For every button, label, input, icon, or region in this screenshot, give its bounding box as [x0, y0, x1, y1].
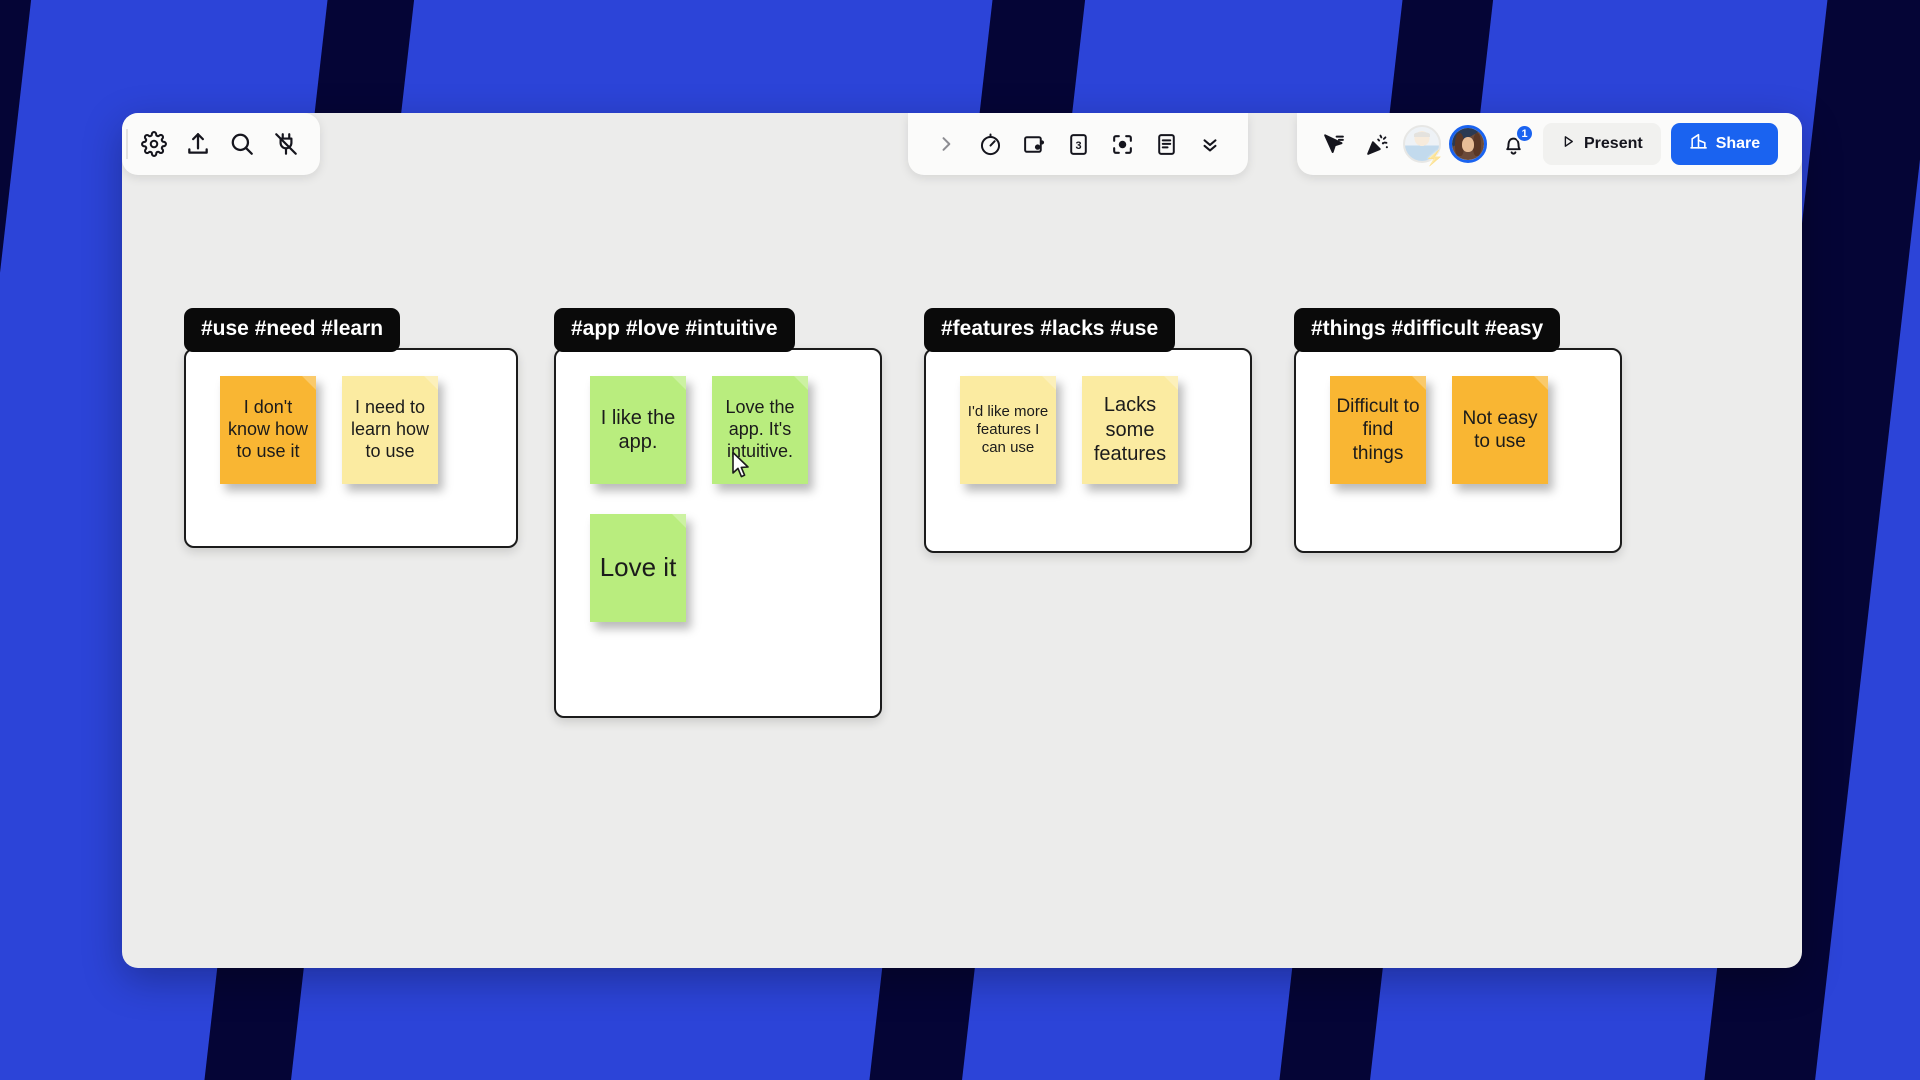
settings-button[interactable] — [132, 122, 176, 166]
avatar-hair-left — [1455, 133, 1464, 156]
celebrate-button[interactable] — [1355, 122, 1399, 166]
avatar-image — [1452, 128, 1484, 160]
sticky-note[interactable]: Love it — [590, 514, 686, 622]
avatar-user-2[interactable] — [1449, 125, 1487, 163]
svg-text:3: 3 — [1075, 140, 1081, 152]
focus-target-icon — [1110, 132, 1135, 157]
expand-toolbar-button[interactable] — [924, 122, 968, 166]
avatar-hair-right — [1472, 133, 1481, 156]
chevron-right-icon — [936, 134, 956, 154]
party-popper-icon — [1365, 132, 1390, 157]
timer-icon — [978, 132, 1003, 157]
upload-icon — [185, 131, 211, 157]
sticky-note[interactable]: Lacks some features — [1082, 376, 1178, 484]
notification-badge: 1 — [1515, 124, 1534, 143]
cursor-chat-button[interactable] — [1311, 122, 1355, 166]
notifications-button[interactable]: 1 — [1491, 122, 1535, 166]
frame-dot-icon — [1022, 132, 1047, 157]
avatar-hair — [1413, 131, 1431, 138]
lightning-icon: ⚡ — [1425, 150, 1444, 167]
group-label[interactable]: #app #love #intuitive — [554, 308, 795, 352]
voting-button[interactable] — [1012, 122, 1056, 166]
avatar-face — [1461, 136, 1475, 153]
group-label[interactable]: #things #difficult #easy — [1294, 308, 1561, 352]
toolbar-right: ⚡ 1 Present — [1297, 113, 1802, 175]
board-share-icon — [1689, 132, 1708, 156]
toolbar-center: 3 — [908, 113, 1248, 175]
present-button[interactable]: Present — [1543, 123, 1661, 165]
apps-integrations-button[interactable] — [264, 122, 308, 166]
cursor-chat-icon — [1321, 132, 1346, 157]
present-label: Present — [1584, 135, 1643, 152]
sticky-note[interactable]: I need to learn how to use — [342, 376, 438, 484]
toolbar-divider — [126, 129, 128, 159]
notes-button[interactable] — [1144, 122, 1188, 166]
avatar-user-1[interactable]: ⚡ — [1403, 125, 1444, 167]
group-frame[interactable]: I don't know how to use it I need to lear… — [184, 348, 518, 548]
play-icon — [1561, 134, 1576, 154]
more-tools-button[interactable] — [1188, 122, 1232, 166]
card-three-icon: 3 — [1066, 132, 1091, 157]
sticky-note[interactable]: I like the app. — [590, 376, 686, 484]
group-frame[interactable]: I'd like more features I can use Lacks so… — [924, 348, 1252, 553]
sticky-note[interactable]: Love the app. It's intuitive. — [712, 376, 808, 484]
avatar-image — [1403, 125, 1441, 163]
sticky-note[interactable]: I'd like more features I can use — [960, 376, 1056, 484]
group-frame[interactable]: I like the app. Love the app. It's intuit… — [554, 348, 882, 718]
plug-icon — [273, 131, 299, 157]
share-button[interactable]: Share — [1670, 123, 1779, 165]
upload-button[interactable] — [176, 122, 220, 166]
timer-button[interactable] — [968, 122, 1012, 166]
share-label: Share — [1715, 135, 1761, 152]
group-app-love-intuitive[interactable]: #app #love #intuitive I like the app. Love… — [554, 308, 882, 718]
background-stripe — [0, 0, 48, 1080]
attention-button[interactable] — [1100, 122, 1144, 166]
search-icon — [229, 131, 255, 157]
toolbar-left — [122, 113, 320, 175]
sticky-note[interactable]: Not easy to use — [1452, 376, 1548, 484]
notes-document-icon — [1154, 132, 1179, 157]
sticky-note[interactable]: Difficult to find things — [1330, 376, 1426, 484]
group-frame[interactable]: Difficult to find things Not easy to use — [1294, 348, 1622, 553]
sticky-note[interactable]: I don't know how to use it — [220, 376, 316, 484]
group-label[interactable]: #use #need #learn — [184, 308, 401, 352]
gear-icon — [141, 131, 167, 157]
double-chevron-down-icon — [1199, 133, 1221, 155]
group-label[interactable]: #features #lacks #use — [924, 308, 1176, 352]
cards-button[interactable]: 3 — [1056, 122, 1100, 166]
search-button[interactable] — [220, 122, 264, 166]
bell-icon — [1501, 132, 1526, 157]
